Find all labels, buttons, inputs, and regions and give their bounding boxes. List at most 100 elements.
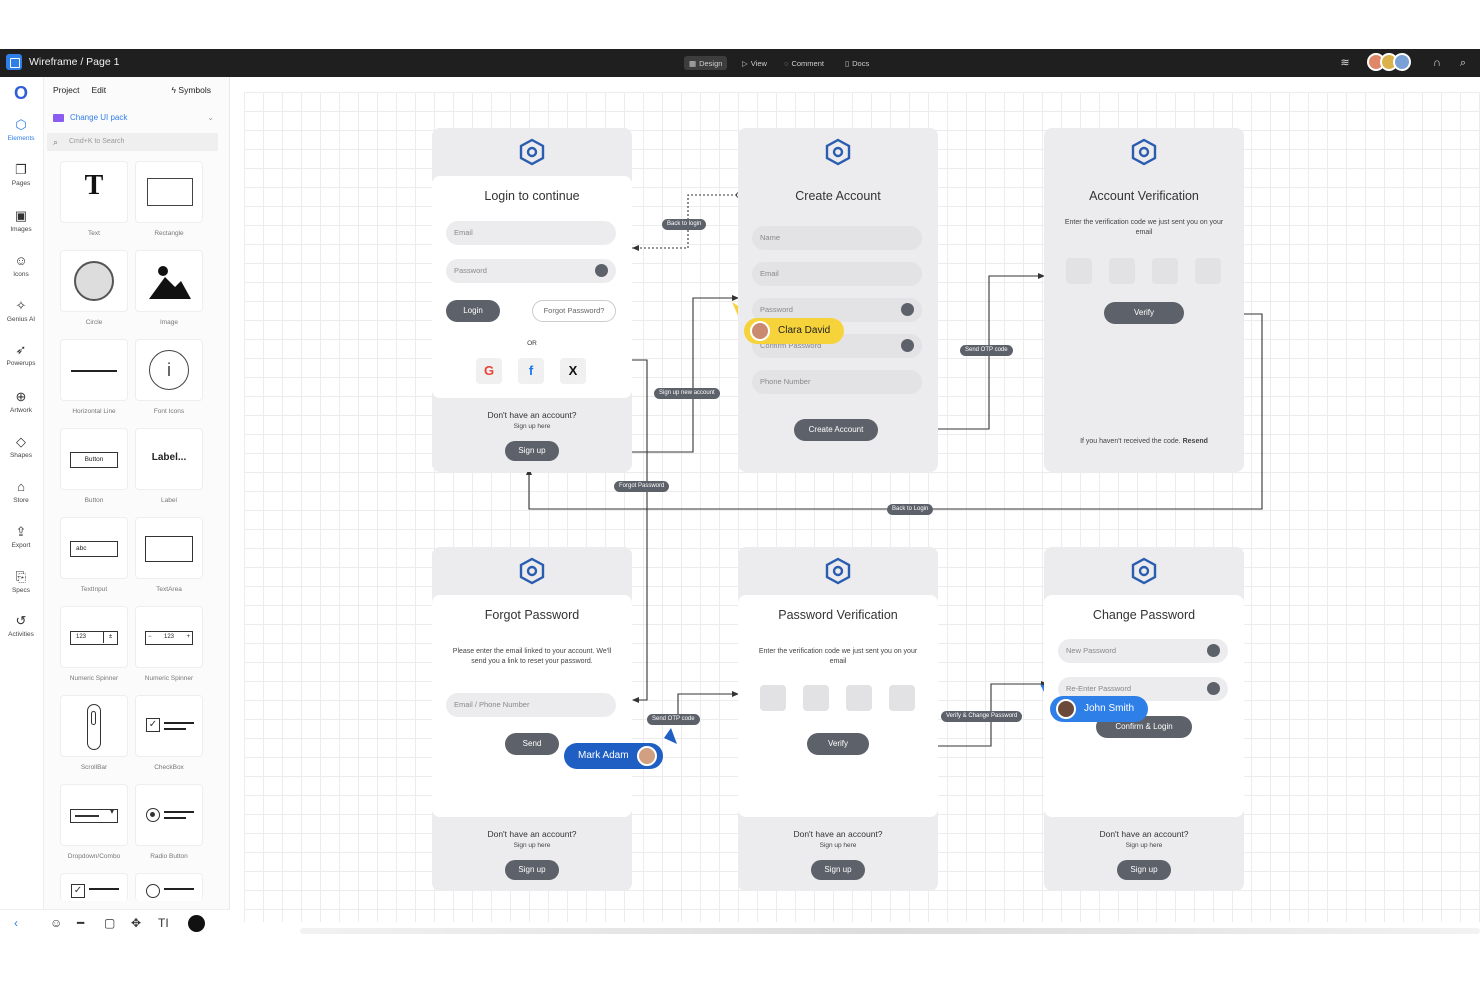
component-tile[interactable] xyxy=(60,339,128,401)
component-tile[interactable] xyxy=(135,784,203,846)
otp-box[interactable] xyxy=(760,685,786,711)
otp-box[interactable] xyxy=(1066,258,1092,284)
email-field[interactable]: Email xyxy=(446,221,616,245)
document-title[interactable]: Wireframe / Page 1 xyxy=(29,56,120,68)
x-icon[interactable]: X xyxy=(560,358,586,384)
tab-design[interactable]: ▦Design xyxy=(684,56,728,70)
ui-pack-selector[interactable]: Change UI pack⌄ xyxy=(50,110,218,126)
search-input[interactable]: ⌕Cmd+K to Search xyxy=(47,133,218,151)
line-tool-icon[interactable]: ━ xyxy=(77,916,85,930)
avatar[interactable] xyxy=(1393,53,1411,71)
rail-item-activities[interactable]: ↺Activities xyxy=(0,613,42,638)
rectangle-tool-icon[interactable]: ▢ xyxy=(104,916,116,930)
symbols-button[interactable]: ϟ Symbols xyxy=(171,85,211,95)
edge-label[interactable]: Send OTP code xyxy=(647,714,700,725)
component-tile[interactable] xyxy=(60,250,128,312)
screen-account-verification[interactable]: Account Verification Enter the verificat… xyxy=(1044,128,1244,472)
component-tile[interactable]: ✓ xyxy=(60,873,128,901)
eye-icon[interactable] xyxy=(595,264,608,277)
rail-item-artwork[interactable]: ⊕Artwork xyxy=(0,389,42,414)
otp-box[interactable] xyxy=(1195,258,1221,284)
component-tile[interactable]: −123+ xyxy=(135,606,203,668)
text-tool-icon[interactable]: TI xyxy=(158,916,169,930)
signup-link[interactable]: Sign up here xyxy=(819,842,857,849)
tab-docs[interactable]: ▯Docs xyxy=(845,58,870,68)
name-field[interactable]: Name xyxy=(752,226,922,250)
edge-label[interactable]: Back to Login xyxy=(887,504,934,515)
rail-item-store[interactable]: ⌂Store xyxy=(0,479,42,504)
component-tile[interactable] xyxy=(135,517,203,579)
component-tile[interactable]: ✓ xyxy=(135,695,203,757)
otp-box[interactable] xyxy=(803,685,829,711)
headphones-icon[interactable]: ∩ xyxy=(1433,57,1441,69)
phone-field[interactable]: Phone Number xyxy=(752,370,922,394)
resend-link[interactable]: Resend xyxy=(1182,438,1208,445)
email-phone-field[interactable]: Email / Phone Number xyxy=(446,693,616,717)
verify-button[interactable]: Verify xyxy=(807,733,869,755)
otp-box[interactable] xyxy=(846,685,872,711)
screen-password-verification[interactable]: Password Verification Enter the verifica… xyxy=(738,547,938,891)
component-tile[interactable] xyxy=(135,250,203,312)
rail-item-genius-ai[interactable]: ✧Genius AI xyxy=(0,298,42,323)
otp-box[interactable] xyxy=(889,685,915,711)
design-canvas[interactable]: Login to continue Email Password Login F… xyxy=(244,92,1480,922)
screen-forgot-password[interactable]: Forgot Password Please enter the email l… xyxy=(432,547,632,891)
rail-item-elements[interactable]: ⬡Elements xyxy=(0,117,42,142)
ai-tool-icon[interactable] xyxy=(188,915,205,932)
move-tool-icon[interactable]: ✥ xyxy=(131,916,142,930)
edge-label[interactable]: Sign up new account xyxy=(654,388,720,399)
collapse-icon[interactable]: ‹ xyxy=(14,916,18,930)
edge-label[interactable]: Verify & Change Password xyxy=(941,711,1023,722)
edge-label[interactable]: Send OTP code xyxy=(960,345,1013,356)
component-tile[interactable]: ▾ xyxy=(60,784,128,846)
send-button[interactable]: Send xyxy=(505,733,559,755)
component-tile[interactable]: 123± xyxy=(60,606,128,668)
signup-link[interactable]: Sign up here xyxy=(1125,842,1163,849)
layers-icon[interactable]: ≋ xyxy=(1340,57,1350,69)
tab-view[interactable]: ▷View xyxy=(742,58,767,68)
create-account-button[interactable]: Create Account xyxy=(794,419,878,441)
tab-comment[interactable]: ◌Comment xyxy=(784,58,824,68)
component-tile[interactable]: T xyxy=(60,161,128,223)
screen-login[interactable]: Login to continue Email Password Login F… xyxy=(432,128,632,472)
component-tile[interactable]: abc xyxy=(60,517,128,579)
signup-button[interactable]: Sign up xyxy=(1117,860,1171,880)
horizontal-scrollbar[interactable] xyxy=(300,928,1480,934)
facebook-icon[interactable]: f xyxy=(518,358,544,384)
eye-icon[interactable] xyxy=(901,339,914,352)
rail-item-specs[interactable]: ⎘Specs xyxy=(0,569,42,594)
app-logo-icon[interactable] xyxy=(6,54,22,70)
signup-button[interactable]: Sign up xyxy=(505,860,559,880)
rail-item-pages[interactable]: ❐Pages xyxy=(0,162,42,187)
google-icon[interactable]: G xyxy=(476,358,502,384)
password-field[interactable]: Password xyxy=(446,259,616,283)
email-field[interactable]: Email xyxy=(752,262,922,286)
emoji-icon[interactable]: ☺ xyxy=(50,916,63,930)
rail-item-powerups[interactable]: ➶Powerups xyxy=(0,342,42,367)
signup-button[interactable]: Sign up xyxy=(811,860,865,880)
rail-item-images[interactable]: ▣Images xyxy=(0,208,42,233)
otp-box[interactable] xyxy=(1152,258,1178,284)
login-button[interactable]: Login xyxy=(446,300,500,322)
rail-item-icons[interactable]: ☺Icons xyxy=(0,253,42,278)
signup-button[interactable]: Sign up xyxy=(505,441,559,461)
new-password-field[interactable]: New Password xyxy=(1058,639,1228,663)
screen-create-account[interactable]: Create Account Name Email Password Confi… xyxy=(738,128,938,472)
component-tile[interactable] xyxy=(135,873,203,901)
component-tile[interactable]: i xyxy=(135,339,203,401)
signup-link[interactable]: Sign up here xyxy=(513,423,551,430)
rail-item-shapes[interactable]: ◇Shapes xyxy=(0,434,42,459)
menu-edit[interactable]: Edit xyxy=(91,85,107,95)
eye-icon[interactable] xyxy=(1207,644,1220,657)
zoom-icon[interactable]: ⌕ xyxy=(1459,57,1467,69)
forgot-password-button[interactable]: Forgot Password? xyxy=(532,300,616,322)
signup-link[interactable]: Sign up here xyxy=(513,842,551,849)
otp-box[interactable] xyxy=(1109,258,1135,284)
eye-icon[interactable] xyxy=(1207,682,1220,695)
edge-label[interactable]: Back to login xyxy=(662,219,707,230)
menu-project[interactable]: Project xyxy=(53,85,80,95)
component-tile[interactable]: Button xyxy=(60,428,128,490)
component-tile[interactable] xyxy=(60,695,128,757)
rail-item-export[interactable]: ⇪Export xyxy=(0,524,42,549)
brand-logo-icon[interactable]: O xyxy=(13,83,28,103)
